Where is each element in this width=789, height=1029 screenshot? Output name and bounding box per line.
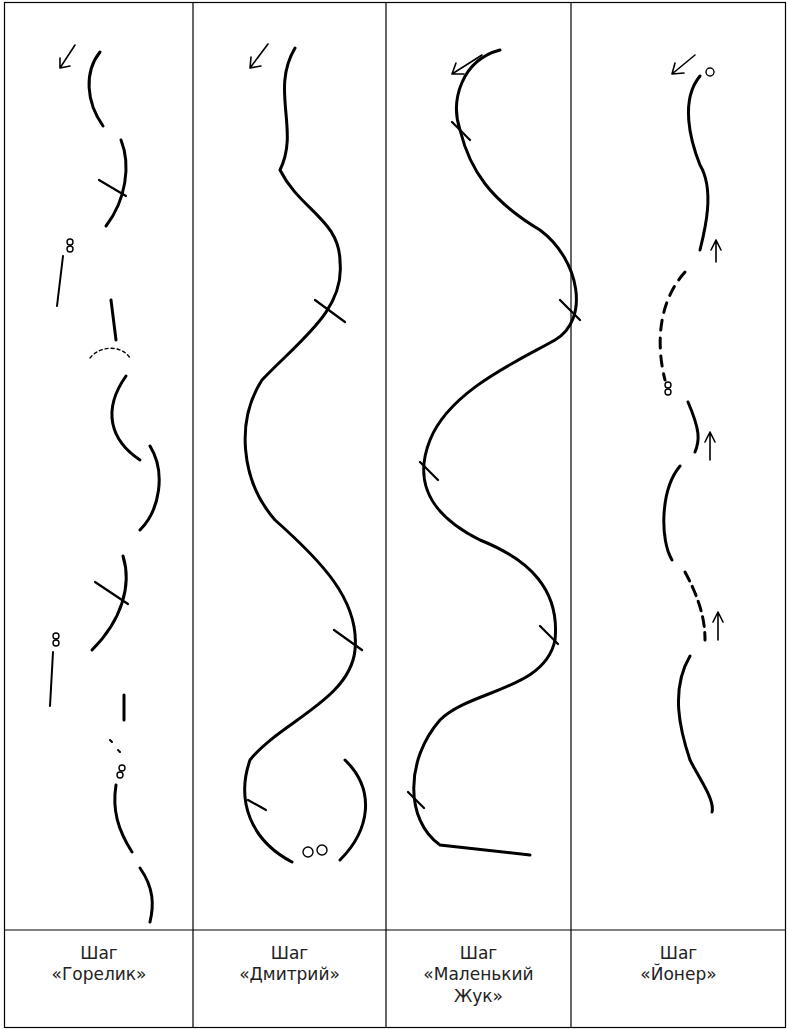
step-trace [660, 55, 723, 812]
step-name: Шаг «Горелик» [40, 943, 158, 986]
step-trace [245, 44, 366, 862]
label-cell: Шаг «Маленький Жук» [386, 931, 571, 1027]
label-cell: Шаг «Йонер» [571, 931, 786, 1027]
table-grid [5, 3, 786, 1028]
step-trace [408, 50, 580, 855]
label-cell: Шаг «Дмитрий» [193, 931, 386, 1027]
step-name: Шаг «Маленький Жук» [420, 943, 538, 1007]
step-name: Шаг «Дмитрий» [231, 943, 349, 986]
step-trace [50, 45, 159, 922]
step-name: Шаг «Йонер» [620, 943, 738, 986]
label-cell: Шаг «Горелик» [5, 931, 193, 1027]
